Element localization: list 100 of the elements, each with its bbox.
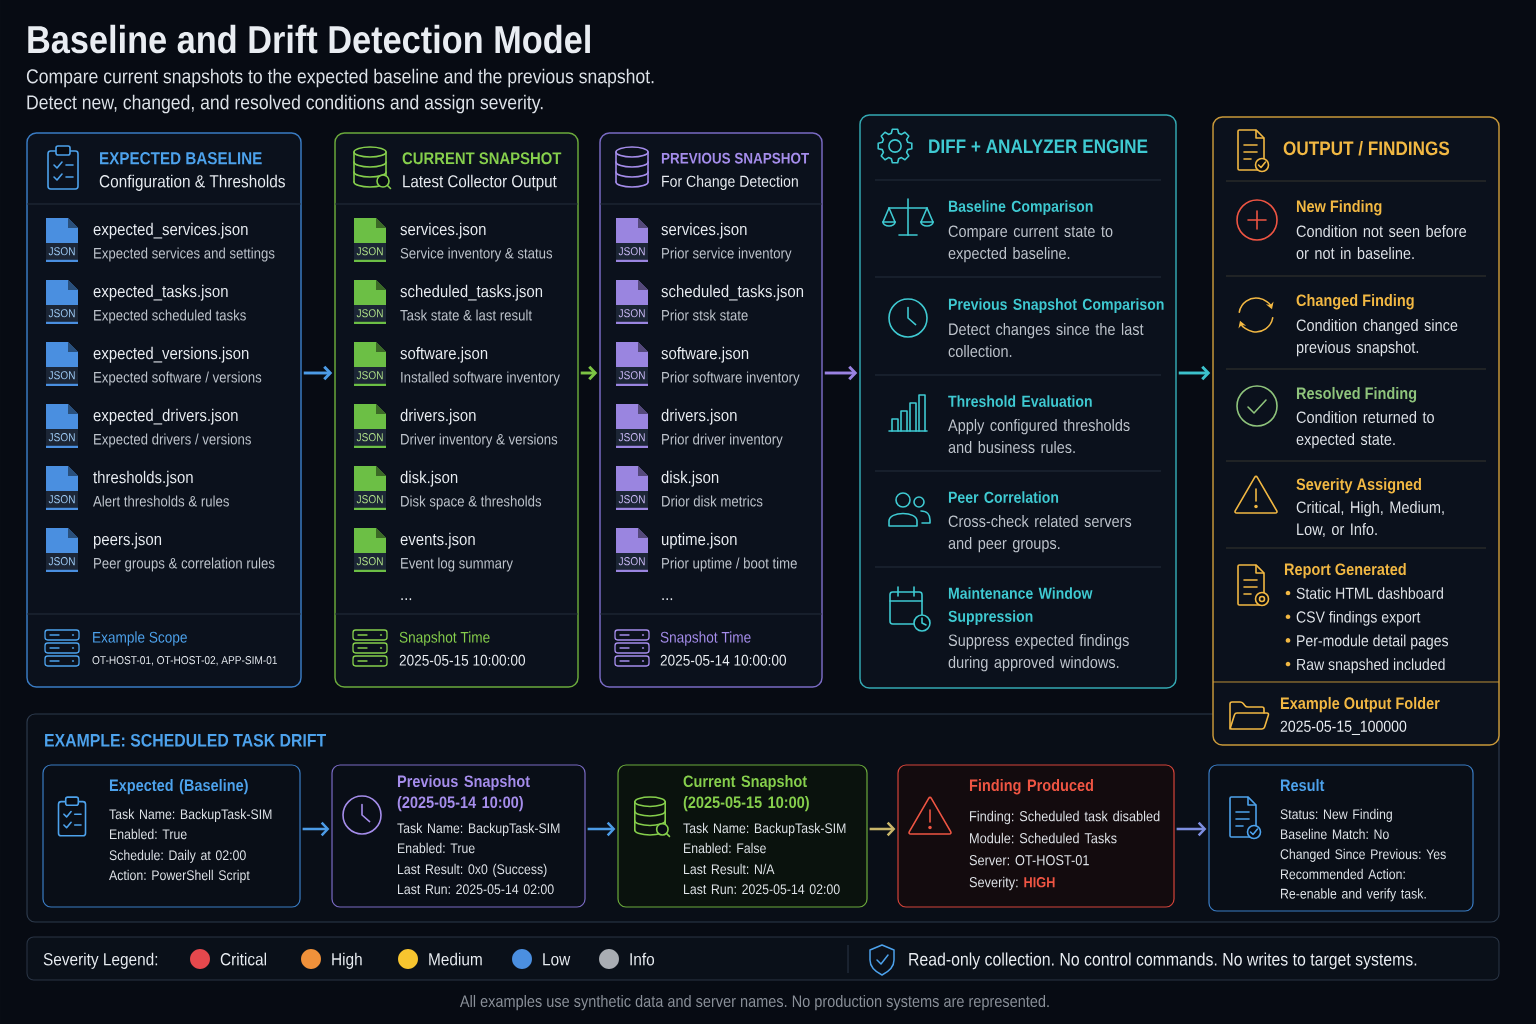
finding-heading: Report Generated [1284,562,1406,579]
detail-text: Status: New Finding [1280,808,1392,822]
footer-value: OT-HOST-01, OT-HOST-02, APP-SIM-01 [92,656,277,666]
file-description: Event log summary [401,557,513,572]
file-description: Service inventory & status [400,247,553,262]
section-heading: Baseline Comparison [948,200,1093,216]
file-description: Task state & last result [400,309,532,321]
legend-label: High [332,952,362,969]
detail-text: Task Name: BackupTask-SIM [397,822,560,836]
file-name: drivers.json [400,408,476,425]
panel-title: CURRENT SNAPSHOT [402,152,562,165]
file-description: Prior uptime / boot time [662,557,797,572]
finding-heading: Changed Finding [1296,293,1414,310]
ellipsis: ... [401,598,412,601]
section-text: Suppress expected findings during approved windows. [948,633,1129,672]
step-title: Current Snapshot (2025-05-15 10:00) [683,774,809,812]
file-description: Disk space & thresholds [401,495,542,510]
finding-text: Critical, High, Medium, Low, or Info. [1296,500,1444,537]
bullet-text: Static HTML dashboard [1296,587,1443,599]
file-description: Expected scheduled tasks [94,309,246,324]
section-text: Apply configured thresholds and business rules. [948,418,1130,454]
panel-title: OUTPUT / FINDINGS [1283,140,1450,156]
arrow [824,365,858,381]
finding-heading: New Finding [1296,199,1382,216]
file-name: uptime.json [661,532,737,549]
subtitle: Detect new, changed, and resolved conditions and assign severity. [27,94,543,114]
arrow [303,365,333,381]
file-name: thresholds.json [93,470,193,487]
section-heading: Maintenance Window Suppression [948,587,1093,626]
file-description: Driver inventory & versions [401,433,558,448]
file-name: disk.json [400,470,458,487]
file-name: peers.json [93,532,162,549]
legend-heading: Severity Legend: [43,952,158,969]
legend-label: Low [543,953,571,966]
detail-text: Finding: Scheduled task disabled [970,810,1160,825]
footer-value: 2025-05-15 10:00:00 [399,654,526,666]
arrow [580,365,598,381]
section-heading: Peer Correlation [948,491,1059,503]
detail-text: Changed Since Previous: Yes [1280,848,1446,862]
note-text: Read-only collection. No control commands. No writes to target systems. [909,952,1417,970]
detail-text: Last Result: 0x0 (Success) [398,863,547,877]
file-name: disk.json [661,470,719,487]
detail-text: Schedule: Daily at 02:00 [109,849,246,863]
detail-text: Baseline Match: No [1281,828,1389,840]
ellipsis: ... [662,598,673,601]
file-name: expected_versions.json [93,346,249,363]
file-description: Prior software inventory [662,371,800,386]
arrow [1176,821,1207,837]
footer-title: Example Output Folder [1280,696,1440,713]
detail-text: Task Name: BackupTask-SIM [683,822,846,836]
detail-text: Last Run: 2025-05-14 02:00 [684,884,840,895]
title: Baseline and Drift Detection Model [28,24,590,54]
file-description: Installed software inventory [401,371,560,386]
file-name: drivers.json [661,408,737,425]
detail-text: Action: PowerShell Script [109,869,250,883]
step-title: Expected (Baseline) [109,778,248,795]
detail-text: Task Name: BackupTask-SIM [109,808,272,822]
footer-title: Snapshot Time [660,631,751,646]
section-heading: Threshold Evaluation [948,395,1092,407]
footer-title: Example Scope [93,631,187,646]
finding-heading: Resolved Finding [1296,386,1417,403]
legend-label: Medium [429,952,482,966]
file-name: events.json [400,532,475,549]
section-text: Cross-check related servers and peer groups. [948,514,1132,553]
section-text: Detect changes since the last collection. [948,322,1144,358]
file-description: Alert thresholds & rules [93,495,229,507]
section-heading: Previous Snapshot Comparison [948,298,1164,314]
detail-text: Enabled: True [398,842,475,854]
file-name: expected_tasks.json [93,284,228,301]
panel-title: PREVIOUS SNAPSHOT [661,152,810,164]
file-description: Peer groups & correlation rules [94,557,275,572]
subtitle: Compare current snapshots to the expected baseline and the previous snapshot. [26,68,654,88]
finding-heading: Severity Assigned [1296,477,1421,494]
file-name: expected_drivers.json [93,408,238,425]
file-name: services.json [400,222,486,239]
finding-text: Condition changed since previous snapshot. [1296,318,1458,357]
panel-title: DIFF + ANALYZER ENGINE [929,139,1148,154]
arrow [1178,365,1211,381]
file-description: Expected services and settings [94,247,275,262]
file-description: Drior disk metrics [662,495,763,507]
file-description: Prior service inventory [662,247,792,262]
arrow [587,821,616,837]
detail-text: Enabled: True [110,828,187,840]
detail-text: Recommended Action: Re-enable and verify task. [1281,868,1426,902]
panel-title: EXPECTED BASELINE [100,152,262,165]
arrow [302,821,330,837]
file-name: services.json [661,222,747,239]
file-name: expected_services.json [93,222,248,239]
panel-subtitle: Configuration & Thresholds [99,174,285,191]
file-name: software.json [400,346,488,363]
step-title: Result [1280,778,1325,792]
file-description: Expected software / versions [94,371,262,386]
detail-text: Server: OT-HOST-01 [969,855,1089,866]
detail-text: Enabled: False [684,842,766,854]
panel-subtitle: For Change Detection [662,175,798,191]
file-description: Prior stsk state [662,309,748,321]
finding-text: Condition returned to expected state. [1296,410,1434,449]
footnote: All examples use synthetic data and server names. No production systems are represented. [459,994,1049,1011]
legend-label: Info [630,952,655,966]
step-title: Finding Produced [969,778,1093,795]
